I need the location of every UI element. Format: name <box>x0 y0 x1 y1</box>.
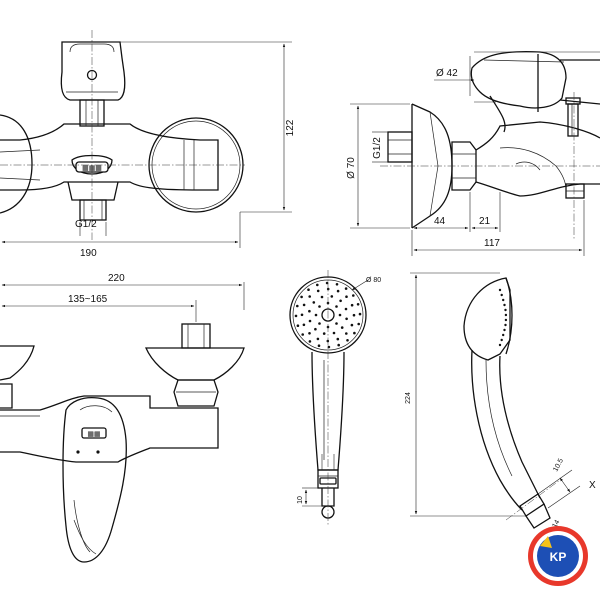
shower-head-front: Ø 80 10 <box>289 270 381 525</box>
shower-head-dia-label: Ø 80 <box>366 277 381 284</box>
bottom-width-label: 220 <box>108 273 125 284</box>
nozzle-dot <box>322 332 326 335</box>
front-width-label: 190 <box>80 248 97 259</box>
side-depth-total-label: 117 <box>484 238 500 249</box>
nozzle-dot <box>338 313 342 317</box>
nozzle-dot <box>330 295 334 298</box>
nozzle-dot <box>300 295 303 299</box>
side-nozzle-dot <box>502 333 505 337</box>
nozzle-dot <box>336 337 340 341</box>
side-nozzle-dot <box>504 318 508 322</box>
nozzle-dot <box>296 324 300 328</box>
nozzle-dot <box>317 344 321 348</box>
nozzle-dot <box>302 303 306 307</box>
logo-text: KP <box>550 550 567 564</box>
side-nozzle-dot <box>498 288 502 292</box>
side-wall-dia-label: Ø 70 <box>346 157 357 179</box>
nozzle-dot <box>332 331 336 335</box>
shower-small-a-label: 10 <box>297 496 304 504</box>
nozzle-dot <box>337 343 341 347</box>
nozzle-dot <box>335 305 338 308</box>
nozzle-dot <box>308 309 311 313</box>
bottom-view: 220 135~165 ▦▦ <box>0 273 245 563</box>
front-thread-label: G1/2 <box>75 219 97 230</box>
shower-nozzles <box>294 281 362 349</box>
nozzle-dot <box>353 331 356 335</box>
nozzle-dot <box>345 295 348 299</box>
bottom-centers-label: 135~165 <box>68 294 108 305</box>
front-height-label: 122 <box>285 119 296 136</box>
nozzle-dot <box>302 323 306 327</box>
side-nozzle-dot <box>498 343 502 347</box>
side-view: Ø 42 Ø 70 G1/2 44 21 117 <box>346 50 600 256</box>
front-view: ▦▦▦ 122 G1/2 190 <box>0 30 296 259</box>
nozzle-dot <box>308 319 312 323</box>
nozzle-dot <box>345 317 348 321</box>
side-depth-a-label: 44 <box>434 216 446 227</box>
nozzle-dot <box>301 333 305 336</box>
nozzle-dot <box>357 322 361 326</box>
nozzle-dot <box>335 283 339 286</box>
nozzle-dot <box>352 313 356 317</box>
side-nozzle-dot <box>503 303 506 307</box>
shower-ref-letter: X <box>589 480 596 491</box>
nozzle-dot <box>314 327 317 331</box>
svg-text:▦▦: ▦▦ <box>87 431 100 438</box>
side-nozzle-dot <box>500 293 503 297</box>
nozzle-dot <box>336 289 340 293</box>
nozzle-dot <box>318 322 321 325</box>
nozzle-dot <box>316 283 319 287</box>
nozzle-dot <box>312 301 316 304</box>
nozzle-dot <box>316 289 320 293</box>
nozzle-dot <box>350 303 354 307</box>
nozzle-dot <box>294 314 298 318</box>
side-nozzle-dot <box>504 308 507 312</box>
kp-logo: KP <box>528 526 588 586</box>
side-nozzle-dot <box>502 298 505 302</box>
shower-side-view: 224 10.5 Ø 14 X <box>405 272 596 536</box>
side-nozzle-dot <box>503 328 506 332</box>
nozzle-dot <box>316 337 320 341</box>
side-nozzle-dot <box>504 323 507 327</box>
nozzle-dot <box>318 305 321 308</box>
nozzle-dot <box>320 295 324 299</box>
nozzle-dot <box>307 288 310 292</box>
side-depth-b-label: 21 <box>479 216 491 227</box>
nozzle-dot <box>308 340 312 343</box>
side-thread-label: G1/2 <box>372 137 383 159</box>
nozzle-dot <box>335 322 338 325</box>
nozzle-dot <box>300 313 304 317</box>
nozzle-dot <box>350 323 354 327</box>
nozzle-dot <box>345 332 348 335</box>
nozzle-dot <box>340 326 344 329</box>
nozzle-dot <box>339 299 342 303</box>
nozzle-dot <box>358 312 362 316</box>
nozzle-dot <box>344 307 348 311</box>
nozzle-dot <box>308 332 311 335</box>
nozzle-dot <box>296 304 299 308</box>
nozzle-dot <box>346 339 349 342</box>
shower-length-label: 224 <box>405 392 412 404</box>
nozzle-dot <box>356 303 360 306</box>
side-nozzle-dot <box>504 313 508 317</box>
side-nozzle-dot <box>500 338 503 342</box>
nozzle-dot <box>308 295 312 298</box>
shower-side-nozzles <box>498 288 508 347</box>
nozzle-dot <box>314 313 318 317</box>
shower-small-b-label: 10.5 <box>552 458 565 473</box>
side-lever-dia-label: Ø 42 <box>436 68 458 79</box>
nozzle-dot <box>352 294 355 297</box>
nozzle-dot <box>344 287 348 290</box>
